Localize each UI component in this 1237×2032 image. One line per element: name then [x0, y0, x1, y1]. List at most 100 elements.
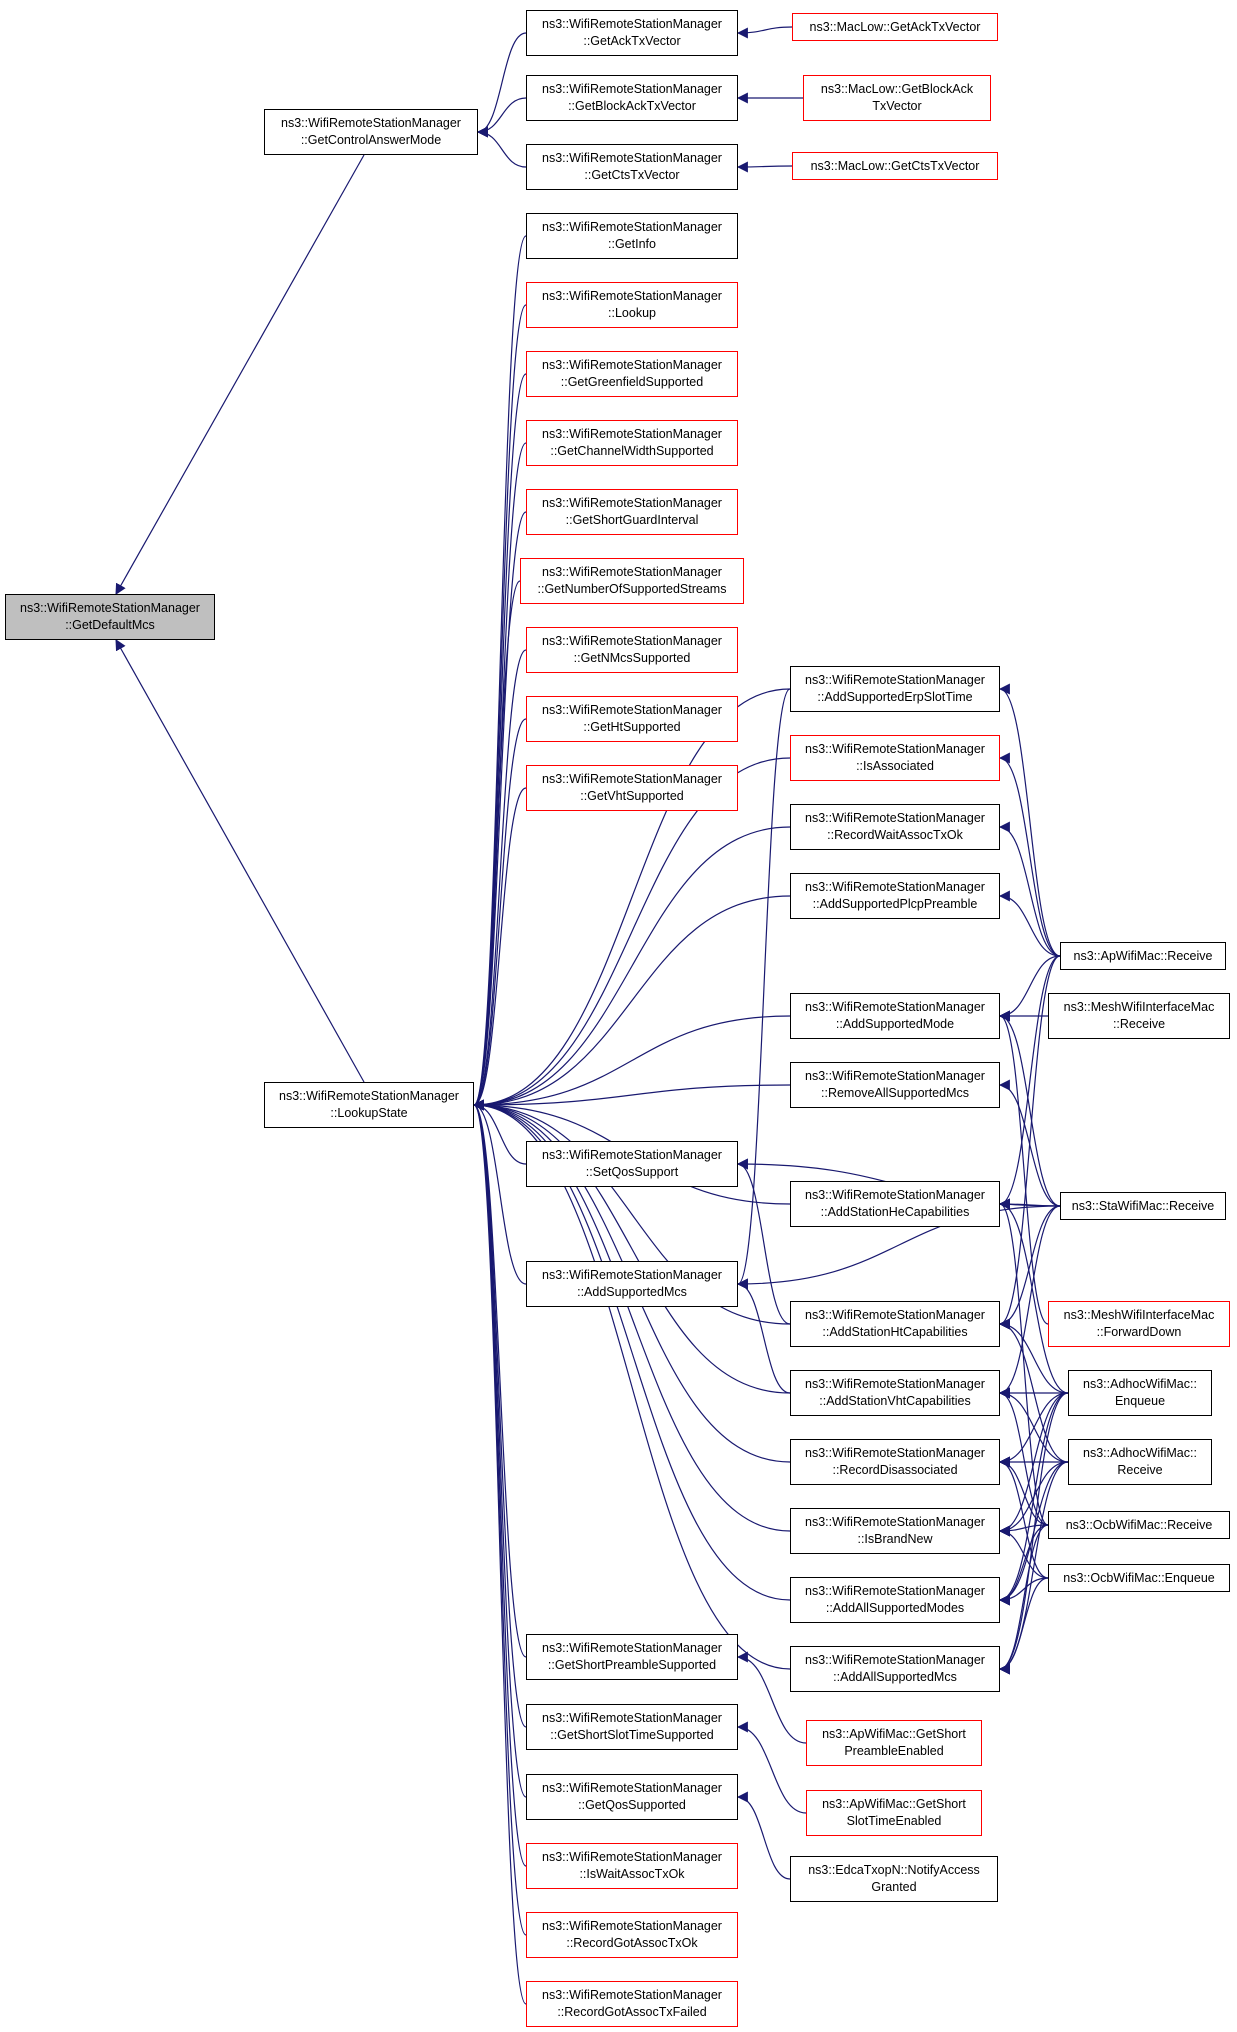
node-add-station-ht-capabilities[interactable]: ns3::WifiRemoteStationManager::AddStatio…	[790, 1301, 1000, 1347]
node-label-line1: ns3::WifiRemoteStationManager	[805, 811, 985, 825]
node-add-all-supported-mcs[interactable]: ns3::WifiRemoteStationManager::AddAllSup…	[790, 1646, 1000, 1692]
node-ap-wifi-mac-receive[interactable]: ns3::ApWifiMac::Receive	[1060, 942, 1226, 970]
edge-add-supported-mcs-from-sta-wifi-mac-receive	[736, 1205, 1061, 1290]
node-label-line2: ::SetQosSupport	[585, 1165, 679, 1179]
node-add-supported-mode[interactable]: ns3::WifiRemoteStationManager::AddSuppor…	[790, 993, 1000, 1039]
node-label-line2: ::IsAssociated	[856, 759, 934, 773]
node-label-line1: ns3::WifiRemoteStationManager	[542, 565, 722, 579]
node-is-associated[interactable]: ns3::WifiRemoteStationManager::IsAssocia…	[790, 735, 1000, 781]
node-label-line1: ns3::WifiRemoteStationManager	[542, 82, 722, 96]
edge-lookup-state-from-get-number-of-supported-streams	[472, 580, 521, 1111]
node-maclow-get-cts-tx-vector[interactable]: ns3::MacLow::GetCtsTxVector	[792, 152, 998, 180]
edge-add-all-supported-modes-from-adhoc-wifi-mac-enqueue	[998, 1392, 1069, 1606]
node-add-station-vht-capabilities[interactable]: ns3::WifiRemoteStationManager::AddStatio…	[790, 1370, 1000, 1416]
node-label-line1: ns3::MacLow::GetBlockAck	[820, 82, 974, 96]
node-get-channel-width-supported[interactable]: ns3::WifiRemoteStationManager::GetChanne…	[526, 420, 738, 466]
node-label-line2: ::AddSupportedPlcpPreamble	[812, 897, 978, 911]
node-label-line1: ns3::MeshWifiInterfaceMac	[1063, 1308, 1215, 1322]
node-label-line2: ::ForwardDown	[1096, 1325, 1182, 1339]
node-label-line1: ns3::WifiRemoteStationManager	[805, 1515, 985, 1529]
node-adhoc-wifi-mac-receive[interactable]: ns3::AdhocWifiMac::Receive	[1068, 1439, 1212, 1485]
edge-lookup-state-from-record-got-assoc-tx-ok	[472, 1099, 527, 1936]
node-label-line1: ns3::WifiRemoteStationManager	[805, 673, 985, 687]
node-record-wait-assoc-tx-ok[interactable]: ns3::WifiRemoteStationManager::RecordWai…	[790, 804, 1000, 850]
node-sta-wifi-mac-receive[interactable]: ns3::StaWifiMac::Receive	[1060, 1192, 1226, 1220]
node-add-supported-mcs[interactable]: ns3::WifiRemoteStationManager::AddSuppor…	[526, 1261, 738, 1307]
node-get-short-slot-time-supported[interactable]: ns3::WifiRemoteStationManager::GetShortS…	[526, 1704, 738, 1750]
node-label-line1: ns3::OcbWifiMac::Receive	[1065, 1517, 1213, 1532]
node-get-vht-supported[interactable]: ns3::WifiRemoteStationManager::GetVhtSup…	[526, 765, 738, 811]
node-add-supported-erp-slot-time[interactable]: ns3::WifiRemoteStationManager::AddSuppor…	[790, 666, 1000, 712]
node-lookup-state[interactable]: ns3::WifiRemoteStationManager::LookupSta…	[264, 1082, 474, 1128]
edge-lookup-state-from-add-supported-mode	[472, 1015, 791, 1111]
node-label-line2: ::GetCtsTxVector	[584, 168, 680, 182]
node-get-short-guard-interval[interactable]: ns3::WifiRemoteStationManager::GetShortG…	[526, 489, 738, 535]
node-add-supported-plcp-preamble[interactable]: ns3::WifiRemoteStationManager::AddSuppor…	[790, 873, 1000, 919]
node-label-line1: ns3::WifiRemoteStationManager	[20, 601, 200, 615]
node-label-line2: ::GetNMcsSupported	[573, 651, 691, 665]
node-lookup[interactable]: ns3::WifiRemoteStationManager::Lookup	[526, 282, 738, 328]
node-record-got-assoc-tx-failed[interactable]: ns3::WifiRemoteStationManager::RecordGot…	[526, 1981, 738, 2027]
edge-lookup-state-from-add-supported-plcp-preamble	[472, 895, 791, 1111]
node-get-n-mcs-supported[interactable]: ns3::WifiRemoteStationManager::GetNMcsSu…	[526, 627, 738, 673]
node-ocb-wifi-mac-receive[interactable]: ns3::OcbWifiMac::Receive	[1048, 1511, 1230, 1539]
edge-add-station-vht-capabilities-from-sta-wifi-mac-receive	[998, 1205, 1061, 1399]
node-record-got-assoc-tx-ok[interactable]: ns3::WifiRemoteStationManager::RecordGot…	[526, 1912, 738, 1958]
node-adhoc-wifi-mac-enqueue[interactable]: ns3::AdhocWifiMac::Enqueue	[1068, 1370, 1212, 1416]
node-label-line1: ns3::WifiRemoteStationManager	[805, 1584, 985, 1598]
node-mesh-wifi-interface-mac-forward-down[interactable]: ns3::MeshWifiInterfaceMac::ForwardDown	[1048, 1301, 1230, 1347]
node-label-line1: ns3::AdhocWifiMac::	[1083, 1446, 1197, 1460]
node-label-line2: ::GetBlockAckTxVector	[568, 99, 696, 113]
node-label-line1: ns3::WifiRemoteStationManager	[542, 151, 722, 165]
node-label-line2: Enqueue	[1114, 1394, 1166, 1408]
node-get-block-ack-tx-vector[interactable]: ns3::WifiRemoteStationManager::GetBlockA…	[526, 75, 738, 121]
edge-add-all-supported-mcs-from-ocb-wifi-mac-enqueue	[998, 1577, 1049, 1675]
node-mesh-wifi-interface-mac-receive[interactable]: ns3::MeshWifiInterfaceMac::Receive	[1048, 993, 1230, 1039]
node-get-qos-supported[interactable]: ns3::WifiRemoteStationManager::GetQosSup…	[526, 1774, 738, 1820]
node-add-station-he-capabilities[interactable]: ns3::WifiRemoteStationManager::AddStatio…	[790, 1181, 1000, 1227]
node-label-line1: ns3::WifiRemoteStationManager	[542, 17, 722, 31]
edge-add-all-supported-modes-from-ocb-wifi-mac-enqueue	[998, 1577, 1049, 1606]
node-label-line1: ns3::AdhocWifiMac::	[1083, 1377, 1197, 1391]
edge-is-associated-from-ap-wifi-mac-receive	[998, 752, 1061, 957]
node-add-all-supported-modes[interactable]: ns3::WifiRemoteStationManager::AddAllSup…	[790, 1577, 1000, 1623]
node-is-wait-assoc-tx-ok[interactable]: ns3::WifiRemoteStationManager::IsWaitAss…	[526, 1843, 738, 1889]
node-ocb-wifi-mac-enqueue[interactable]: ns3::OcbWifiMac::Enqueue	[1048, 1564, 1230, 1592]
node-label-line2: ::LookupState	[330, 1106, 408, 1120]
node-label-line1: ns3::WifiRemoteStationManager	[805, 1000, 985, 1014]
node-maclow-get-ack-tx-vector[interactable]: ns3::MacLow::GetAckTxVector	[792, 13, 998, 41]
edge-get-control-answer-mode-from-get-block-ack-tx-vector	[476, 97, 527, 138]
node-get-cts-tx-vector[interactable]: ns3::WifiRemoteStationManager::GetCtsTxV…	[526, 144, 738, 190]
node-is-brand-new[interactable]: ns3::WifiRemoteStationManager::IsBrandNe…	[790, 1508, 1000, 1554]
edge-lookup-state-from-add-supported-erp-slot-time	[472, 688, 791, 1111]
node-label-line2: ::GetControlAnswerMode	[300, 133, 442, 147]
edge-get-ack-tx-vector-from-maclow-get-ack-tx-vector	[736, 26, 793, 39]
edge-lookup-state-from-add-all-supported-modes	[472, 1099, 791, 1601]
node-label-line2: ::RecordGotAssocTxFailed	[557, 2005, 707, 2019]
node-get-number-of-supported-streams[interactable]: ns3::WifiRemoteStationManager::GetNumber…	[520, 558, 744, 604]
node-label-line1: ns3::WifiRemoteStationManager	[542, 772, 722, 786]
node-label-line2: ::AddStationVhtCapabilities	[819, 1394, 971, 1408]
node-record-disassociated[interactable]: ns3::WifiRemoteStationManager::RecordDis…	[790, 1439, 1000, 1485]
node-label-line1: ns3::WifiRemoteStationManager	[279, 1089, 459, 1103]
node-label-line2: ::AddAllSupportedModes	[825, 1601, 965, 1615]
node-get-ack-tx-vector[interactable]: ns3::WifiRemoteStationManager::GetAckTxV…	[526, 10, 738, 56]
node-get-control-answer-mode[interactable]: ns3::WifiRemoteStationManager::GetContro…	[264, 109, 478, 155]
node-get-info[interactable]: ns3::WifiRemoteStationManager::GetInfo	[526, 213, 738, 259]
edge-add-station-he-capabilities-from-adhoc-wifi-mac-enqueue	[998, 1198, 1069, 1394]
node-label-line1: ns3::WifiRemoteStationManager	[542, 1711, 722, 1725]
node-get-short-preamble-supported[interactable]: ns3::WifiRemoteStationManager::GetShortP…	[526, 1634, 738, 1680]
node-label-line1: ns3::WifiRemoteStationManager	[542, 1781, 722, 1795]
node-get-ht-supported[interactable]: ns3::WifiRemoteStationManager::GetHtSupp…	[526, 696, 738, 742]
node-label-line1: ns3::WifiRemoteStationManager	[542, 427, 722, 441]
node-set-qos-support[interactable]: ns3::WifiRemoteStationManager::SetQosSup…	[526, 1141, 738, 1187]
node-get-greenfield-supported[interactable]: ns3::WifiRemoteStationManager::GetGreenf…	[526, 351, 738, 397]
node-label-line1: ns3::WifiRemoteStationManager	[542, 1988, 722, 2002]
edge-get-default-mcs-from-lookup-state	[115, 639, 365, 1083]
node-remove-all-supported-mcs[interactable]: ns3::WifiRemoteStationManager::RemoveAll…	[790, 1062, 1000, 1108]
edge-add-supported-mode-from-mesh-wifi-interface-mac-forward-down	[998, 1010, 1049, 1325]
